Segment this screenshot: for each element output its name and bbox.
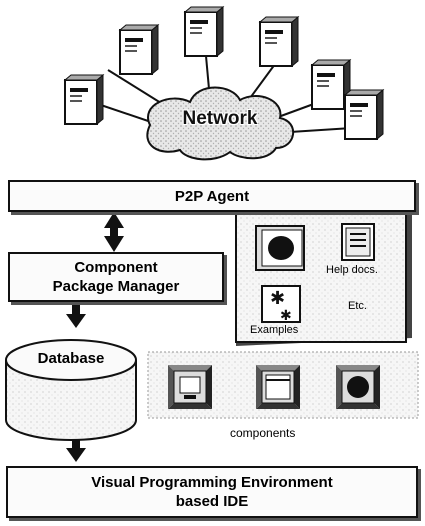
package-manager-line1: Component (74, 259, 158, 276)
database-label: Database (37, 350, 105, 367)
server-icon (259, 16, 299, 67)
help-docs-label: Help docs. (326, 264, 378, 276)
p2p-agent-box: P2P Agent (8, 180, 416, 212)
etc-label: Etc. (348, 300, 367, 312)
ide-box: Visual Programming Environment based IDE (6, 466, 418, 518)
package-manager-box: Component Package Manager (8, 252, 224, 302)
package-manager-line2: Package Manager (52, 278, 180, 295)
svg-text:✱: ✱ (270, 288, 285, 309)
p2p-agent-label: P2P Agent (174, 187, 250, 205)
server-icon (184, 6, 224, 57)
server-icon (344, 89, 384, 140)
ide-line1: Visual Programming Environment (91, 474, 333, 491)
server-icon (119, 24, 159, 75)
network-label: Network (182, 108, 258, 129)
package-panel: ✱ ✱ (235, 204, 412, 346)
components-panel (147, 351, 419, 419)
network-cloud (146, 86, 295, 161)
database-cylinder (5, 339, 137, 441)
server-icon (64, 74, 104, 125)
svg-text:✱: ✱ (280, 308, 292, 324)
components-label: components (230, 426, 296, 440)
examples-label: Examples (250, 324, 299, 336)
ide-line2: based IDE (175, 493, 249, 510)
